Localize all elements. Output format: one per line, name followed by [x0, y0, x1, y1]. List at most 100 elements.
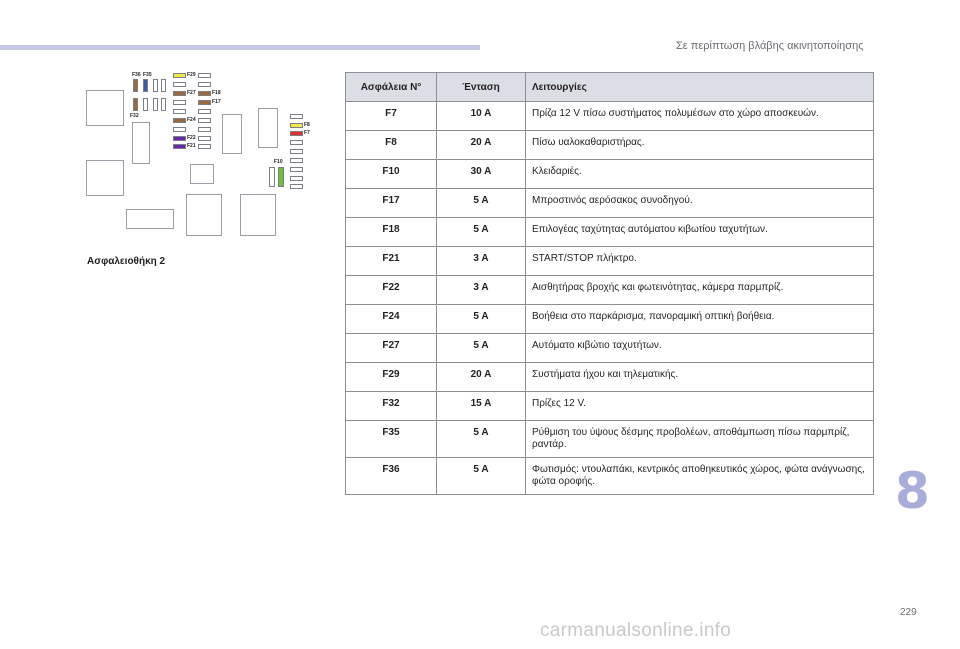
fuse-number: F21: [345, 246, 437, 276]
fuse-empty: [173, 100, 186, 105]
fuse-empty: [290, 167, 303, 172]
fuse-f7: [290, 131, 303, 136]
fuse-function: Συστήματα ήχου και τηλεματικής.: [525, 362, 874, 392]
fuse-empty: [290, 149, 303, 154]
fuse-label: F27: [187, 90, 196, 96]
fuse-f18: [198, 91, 211, 96]
fuse-amperage: 5 A: [436, 304, 526, 334]
relay-block: [190, 164, 214, 184]
fuse-f32: [133, 98, 138, 111]
diagram-caption: Ασφαλειοθήκη 2: [87, 256, 166, 267]
fuse-empty: [290, 114, 303, 119]
fuse-amperage: 5 A: [436, 217, 526, 247]
fuse-function: Βοήθεια στο παρκάρισμα, πανοραμική οπτικ…: [525, 304, 874, 334]
fuse-number: F35: [345, 420, 437, 458]
fuse-label: F21: [187, 143, 196, 149]
fuse-box-diagram: F36 F35 F32 F29 F27 F18 F17 F24 F22 F21 …: [80, 68, 330, 243]
fuse-function: Πίσω υαλοκαθαριστήρας.: [525, 130, 874, 160]
fuse-label: F10: [274, 159, 283, 165]
fuse-label: F29: [187, 72, 196, 78]
fuse-label: F35: [143, 72, 152, 78]
column-header-intensity: Ένταση: [436, 72, 526, 102]
fuse-empty: [198, 136, 211, 141]
fuse-number: F24: [345, 304, 437, 334]
fuse-empty: [290, 176, 303, 181]
fuse-number: F10: [345, 159, 437, 189]
fuse-function: Μπροστινός αερόσακος συνοδηγού.: [525, 188, 874, 218]
fuse-empty: [153, 98, 158, 111]
page-number: 229: [900, 607, 917, 618]
fuse-amperage: 20 A: [436, 130, 526, 160]
fuse-empty: [161, 98, 166, 111]
fuse-number: F36: [345, 457, 437, 495]
section-title: Σε περίπτωση βλάβης ακινητοποίησης: [676, 40, 864, 52]
fuse-number: F7: [345, 101, 437, 131]
fuse-function: Αισθητήρας βροχής και φωτεινότητας, κάμε…: [525, 275, 874, 305]
fuse-number: F32: [345, 391, 437, 421]
fuse-amperage: 5 A: [436, 457, 526, 495]
fuse-label: F32: [130, 113, 139, 119]
fuse-empty: [198, 144, 211, 149]
fuse-f17: [198, 100, 211, 105]
fuse-empty: [173, 127, 186, 132]
fuse-amperage: 5 A: [436, 188, 526, 218]
relay-block: [258, 108, 278, 148]
fuse-amperage: 15 A: [436, 391, 526, 421]
fuse-empty: [198, 109, 211, 114]
fuse-function: Αυτόματο κιβώτιο ταχυτήτων.: [525, 333, 874, 363]
fuse-empty: [161, 79, 166, 92]
fuse-function: Επιλογέας ταχύτητας αυτόματου κιβωτίου τ…: [525, 217, 874, 247]
fuse-empty: [198, 73, 211, 78]
fuse-empty: [153, 79, 158, 92]
relay-block: [126, 209, 174, 229]
relay-block: [86, 90, 124, 126]
fuse-empty: [173, 82, 186, 87]
fuse-f36: [133, 79, 138, 92]
fuse-function: Κλειδαριές.: [525, 159, 874, 189]
fuse-label: F22: [187, 135, 196, 141]
fuse-amperage: 5 A: [436, 333, 526, 363]
fuse-amperage: 10 A: [436, 101, 526, 131]
fuse-number: F17: [345, 188, 437, 218]
fuse-amperage: 5 A: [436, 420, 526, 458]
watermark: carmanualsonline.info: [540, 620, 732, 641]
fuse-label: F36: [132, 72, 141, 78]
table-header-row: Ασφάλεια N° Ένταση Λειτουργίες: [345, 72, 874, 102]
fuse-function: Πρίζες 12 V.: [525, 391, 874, 421]
fuse-function: Ρύθμιση του ύψους δέσμης προβολέων, αποθ…: [525, 420, 874, 458]
fuse-f21: [173, 144, 186, 149]
fuse-number: F27: [345, 333, 437, 363]
fuse-number: F22: [345, 275, 437, 305]
relay-block: [186, 194, 222, 236]
fuse-f8: [290, 123, 303, 128]
column-header-functions: Λειτουργίες: [525, 72, 874, 102]
fuse-empty: [143, 98, 148, 111]
column-header-fuse: Ασφάλεια N°: [345, 72, 437, 102]
fuse-label: F7: [304, 130, 310, 136]
fuse-number: F8: [345, 130, 437, 160]
fuse-label: F17: [212, 99, 221, 105]
fuse-f27: [173, 91, 186, 96]
fuse-empty: [290, 158, 303, 163]
fuse-function: START/STOP πλήκτρο.: [525, 246, 874, 276]
fuse-function: Φωτισμός: ντουλαπάκι, κεντρικός αποθηκευ…: [525, 457, 874, 495]
fuse-function: Πρίζα 12 V πίσω συστήματος πολυμέσων στο…: [525, 101, 874, 131]
fuse-empty: [198, 82, 211, 87]
fuse-label: F8: [304, 122, 310, 128]
fuse-number: F29: [345, 362, 437, 392]
fuse-f29: [173, 73, 186, 78]
relay-block: [240, 194, 276, 236]
fuse-amperage: 20 A: [436, 362, 526, 392]
fuse-empty: [173, 109, 186, 114]
